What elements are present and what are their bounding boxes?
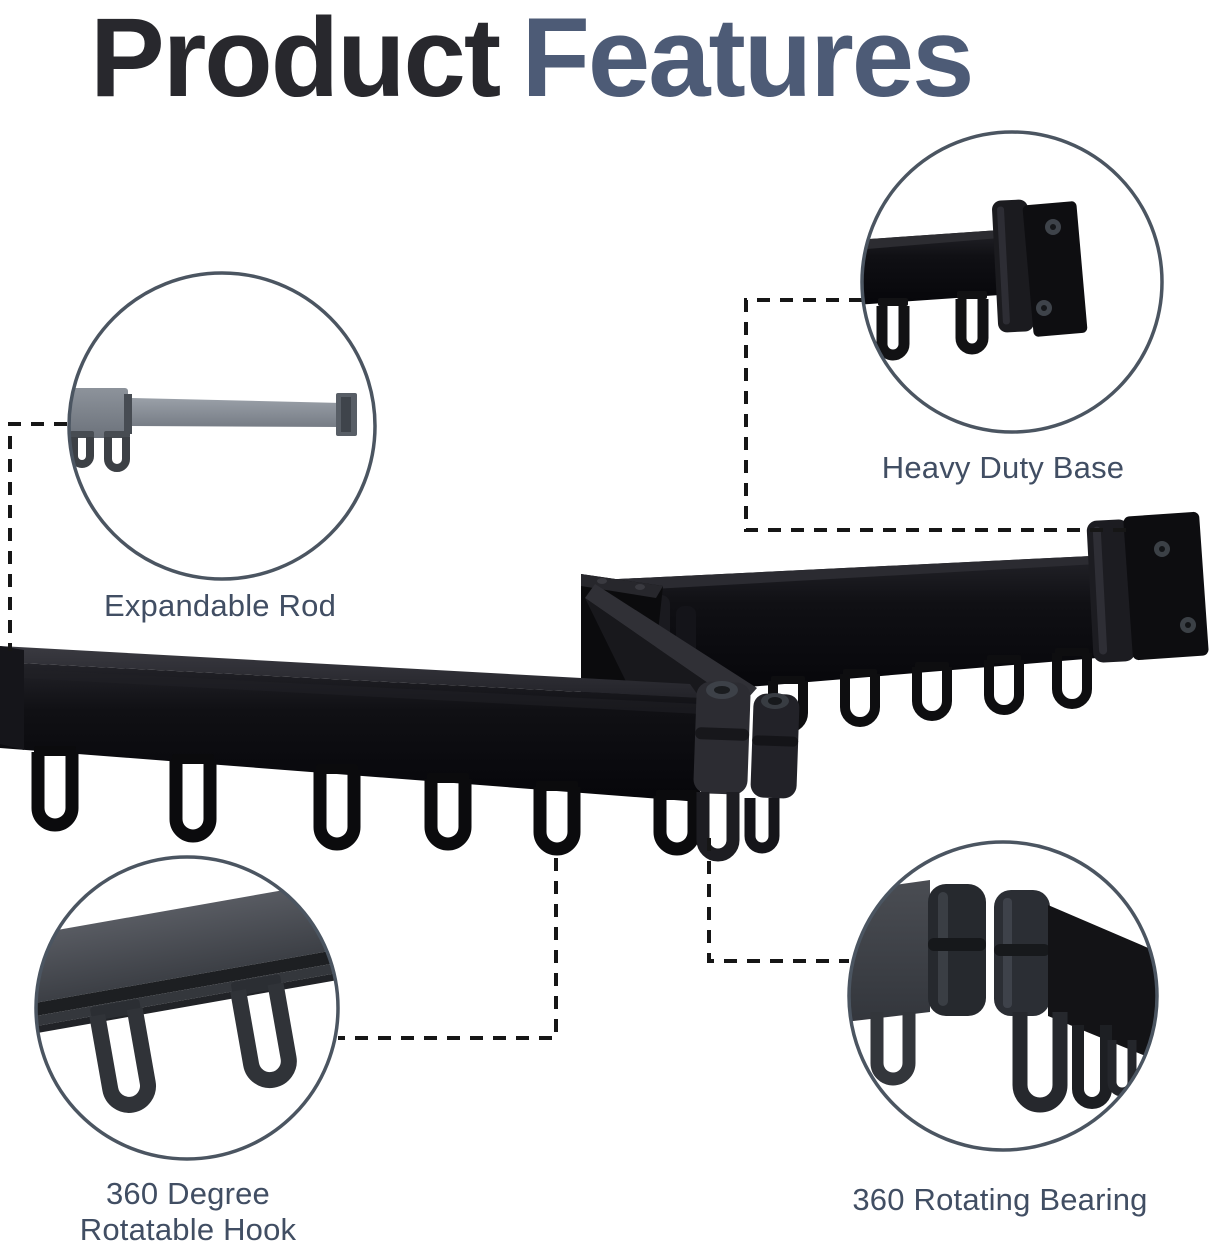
expandable-rod-detail	[70, 388, 357, 472]
front-arm-end-cap	[0, 646, 24, 750]
hook	[744, 798, 780, 854]
rotatable-hook-circle	[34, 855, 340, 1161]
heavy-duty-base-detail	[862, 199, 1088, 361]
expandable-rod-circle	[67, 271, 377, 581]
hinge-bearing	[693, 681, 800, 862]
rotatable-hook-label: 360 Degree Rotatable Hook	[38, 1176, 338, 1247]
product-illustration	[0, 511, 1209, 862]
feature-circles	[34, 130, 1164, 1161]
hook	[313, 770, 361, 851]
hook	[230, 982, 297, 1089]
page-title-word-features: Features	[521, 0, 975, 120]
hook	[840, 674, 880, 727]
hook	[984, 660, 1024, 715]
wall-mount-base	[1086, 511, 1209, 663]
hinge-hooks	[696, 792, 780, 862]
rotating-bearing-label: 360 Rotating Bearing	[852, 1182, 1148, 1217]
rotating-bearing-circle	[847, 840, 1159, 1152]
connector-rotatable-hook	[338, 858, 558, 1040]
hook	[955, 299, 989, 355]
hook	[1012, 1012, 1068, 1113]
rotatable-hook-label-line1: 360 Degree	[105, 1176, 270, 1211]
hook	[104, 437, 130, 472]
hook	[89, 1007, 156, 1113]
heavy-duty-base-circle	[860, 130, 1164, 434]
hook	[31, 752, 79, 832]
hook	[912, 667, 952, 721]
heavy-duty-base-label: Heavy Duty Base	[881, 450, 1125, 485]
hook	[1052, 653, 1092, 709]
rotatable-hook-detail	[36, 879, 338, 1113]
hook	[870, 1012, 916, 1086]
hook	[653, 796, 701, 856]
connector-expandable-rod	[8, 422, 67, 651]
hook	[169, 760, 217, 843]
front-arm	[0, 646, 701, 856]
connector-lines	[8, 298, 1126, 1040]
front-arm-hooks	[31, 746, 701, 856]
rear-arm-hooks	[768, 648, 1092, 733]
hook	[424, 779, 472, 851]
rotatable-hook-label-line2: Rotatable Hook	[79, 1212, 297, 1247]
hook	[876, 306, 910, 361]
hook	[1072, 1025, 1112, 1109]
hook	[533, 787, 581, 856]
hook	[70, 437, 94, 468]
page-title-word-product: Product	[90, 0, 501, 120]
rear-arm	[598, 554, 1133, 733]
connector-rotating-bearing	[707, 838, 849, 963]
expandable-rod-label: Expandable Rod	[103, 588, 337, 623]
hook	[696, 792, 740, 862]
connector-heavy-duty-base	[744, 298, 1126, 532]
